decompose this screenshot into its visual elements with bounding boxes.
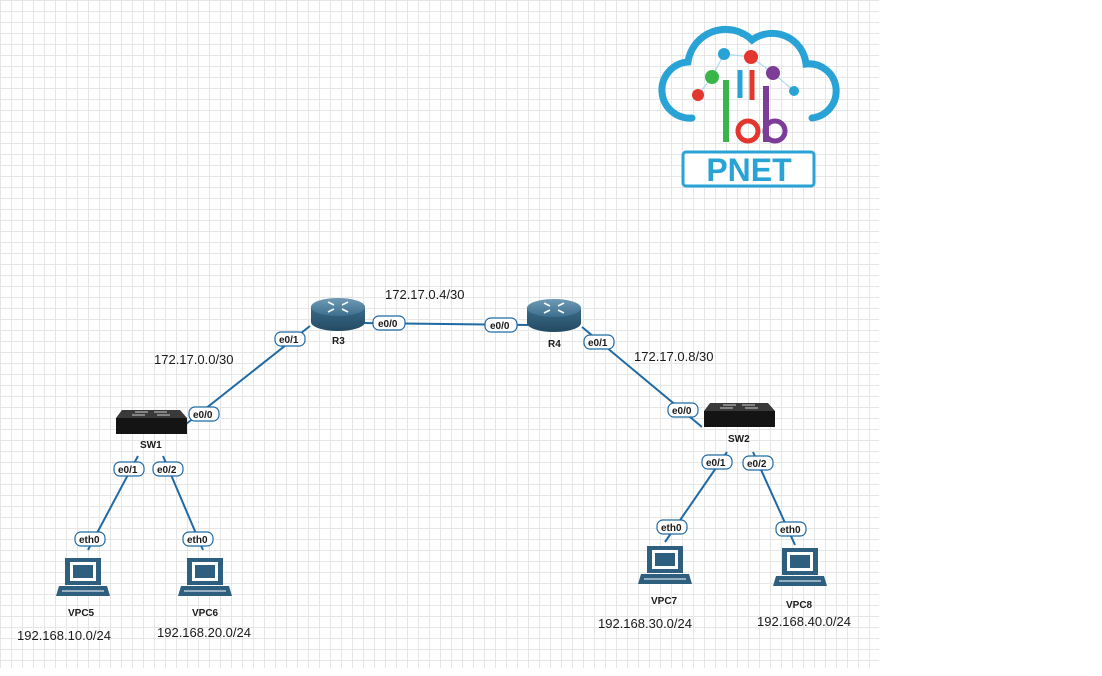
- port-label-r3-e0-0[interactable]: e0/0: [372, 315, 406, 331]
- router-r4[interactable]: R4: [527, 299, 581, 350]
- vpc-vpc5[interactable]: VPC5: [56, 558, 110, 619]
- svg-text:lab: lab: [744, 145, 746, 147]
- port-label-vpc5-eth0[interactable]: eth0: [74, 531, 106, 547]
- port-label-r4-e0-1[interactable]: e0/1: [583, 334, 615, 350]
- port-label-sw1-e0-2[interactable]: e0/2: [152, 461, 184, 477]
- svg-text:eth0: eth0: [187, 535, 208, 546]
- canvas-grid: [0, 0, 879, 668]
- vpc-vpc7[interactable]: VPC7: [638, 546, 692, 607]
- svg-text:eth0: eth0: [780, 525, 801, 536]
- port-label-r3-e0-1[interactable]: e0/1: [274, 331, 306, 347]
- router-r3[interactable]: R3: [311, 298, 365, 347]
- port-label-vpc6-eth0[interactable]: eth0: [182, 531, 214, 547]
- svg-text:e0/1: e0/1: [706, 458, 726, 469]
- pnet-brand-text: PNET: [706, 152, 792, 188]
- svg-text:e0/1: e0/1: [118, 465, 138, 476]
- node-label-r3: R3: [332, 336, 345, 347]
- port-label-sw2-e0-0[interactable]: e0/0: [667, 402, 699, 418]
- svg-text:e0/0: e0/0: [490, 321, 510, 332]
- pc-icon: [773, 548, 827, 586]
- svg-text:e0/1: e0/1: [279, 335, 299, 346]
- node-label-sw1: SW1: [140, 440, 162, 451]
- network-label-vpc8[interactable]: 192.168.40.0/24: [757, 614, 851, 629]
- svg-text:e0/0: e0/0: [193, 410, 213, 421]
- lab-wordmark: lab: [723, 70, 788, 147]
- pc-icon: [56, 558, 110, 596]
- pc-icon: [178, 558, 232, 596]
- node-label-vpc6: VPC6: [192, 608, 219, 619]
- svg-text:e0/0: e0/0: [672, 406, 692, 417]
- cloud-icon: [658, 25, 840, 122]
- vpc-vpc8[interactable]: VPC8: [773, 548, 827, 611]
- svg-text:e0/1: e0/1: [588, 338, 608, 349]
- switch-icon: [704, 403, 775, 427]
- pnet-logo: lab PNET: [658, 25, 840, 188]
- network-label-vpc7[interactable]: 192.168.30.0/24: [598, 616, 692, 631]
- svg-text:eth0: eth0: [79, 535, 100, 546]
- network-label-vpc5[interactable]: 192.168.10.0/24: [17, 628, 111, 643]
- node-label-sw2: SW2: [728, 434, 750, 445]
- router-icon: [311, 298, 365, 331]
- port-label-sw1-e0-1[interactable]: e0/1: [113, 461, 145, 477]
- port-label-r4-e0-0[interactable]: e0/0: [484, 317, 518, 333]
- switch-icon: [116, 410, 187, 434]
- port-label-sw1-e0-0[interactable]: e0/0: [188, 406, 220, 422]
- switch-sw2[interactable]: SW2: [704, 403, 775, 445]
- node-label-vpc8: VPC8: [786, 600, 813, 611]
- pc-icon: [638, 546, 692, 584]
- network-nodes-icon: [692, 31, 799, 101]
- pnet-badge: [681, 150, 816, 188]
- network-label-r3-r4[interactable]: 172.17.0.4/30: [385, 287, 465, 302]
- svg-text:e0/0: e0/0: [378, 319, 398, 330]
- vpc-vpc6[interactable]: VPC6: [178, 558, 232, 619]
- port-label-vpc8-eth0[interactable]: eth0: [775, 521, 807, 537]
- network-label-r4-sw2[interactable]: 172.17.0.8/30: [634, 349, 714, 364]
- svg-text:e0/2: e0/2: [747, 459, 767, 470]
- switch-sw1[interactable]: SW1: [116, 410, 187, 451]
- port-label-sw2-e0-1[interactable]: e0/1: [701, 454, 733, 470]
- network-label-sw1-r3[interactable]: 172.17.0.0/30: [154, 352, 234, 367]
- svg-text:eth0: eth0: [661, 523, 682, 534]
- node-label-vpc5: VPC5: [68, 608, 95, 619]
- node-label-vpc7: VPC7: [651, 596, 678, 607]
- network-label-vpc6[interactable]: 192.168.20.0/24: [157, 625, 251, 640]
- port-label-vpc7-eth0[interactable]: eth0: [656, 519, 688, 535]
- svg-text:e0/2: e0/2: [157, 465, 177, 476]
- node-label-r4: R4: [548, 339, 561, 350]
- port-label-sw2-e0-2[interactable]: e0/2: [742, 455, 774, 471]
- router-icon: [527, 299, 581, 332]
